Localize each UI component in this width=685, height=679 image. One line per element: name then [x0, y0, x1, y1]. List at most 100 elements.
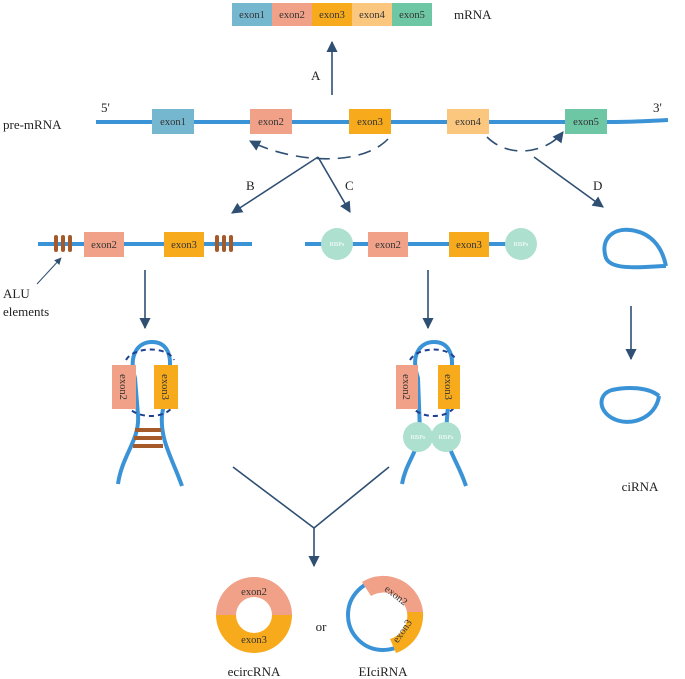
branch-d-lariat — [602, 227, 668, 270]
pre-mrna: pre-mRNA 5' 3' exon1 exon2 exon3 exon4 e… — [3, 100, 669, 134]
hairpin-exon2-label: exon2 — [400, 374, 411, 400]
or-label: or — [316, 619, 328, 634]
rbp-circle — [321, 228, 353, 260]
pre-mrna-exon5-box — [565, 109, 607, 134]
alu-pairing-bar — [135, 428, 161, 432]
hairpin-exon3-label: exon3 — [159, 374, 170, 400]
pre-mrna-exon3-label: exon3 — [357, 117, 383, 128]
path-d-arrow — [533, 156, 604, 208]
pre-mrna-exon5-label: exon5 — [573, 117, 599, 128]
mrna-exon2-label: exon2 — [279, 10, 305, 21]
ecircrna-exon3-arc — [216, 615, 292, 653]
cirna: ciRNA — [599, 386, 661, 494]
cirna-label: ciRNA — [622, 479, 659, 494]
path-b-arrow — [231, 156, 319, 214]
path-c-label: C — [345, 178, 354, 193]
path-d-label: D — [593, 178, 602, 193]
lariat-arc — [486, 131, 564, 152]
hairpin-exon2-box — [396, 365, 418, 409]
hairpin-top-dashed-loop — [125, 348, 175, 361]
hairpin-exon2-label: exon2 — [117, 374, 128, 400]
alu-element — [54, 235, 58, 252]
hairpin-top-dashed-loop — [409, 348, 457, 361]
branch-c-exon3-label: exon3 — [456, 240, 482, 251]
rbp-label: RBPs — [514, 241, 529, 248]
hairpin-exon2-box — [112, 365, 136, 409]
hairpin-exon3-label: exon3 — [442, 374, 453, 400]
mrna-exon1-label: exon1 — [239, 10, 265, 21]
mrna-exon3-box — [312, 3, 352, 26]
rbp-circle — [431, 422, 461, 452]
pre-mrna-exon3-box — [349, 109, 391, 134]
pre-mrna-exon2-box — [250, 109, 292, 134]
branch-b-hairpin: exon2 exon3 — [112, 339, 184, 487]
lariat-intron — [602, 227, 668, 270]
hairpin-strand — [116, 339, 184, 487]
ecircrna: exon2 exon3 ecircRNA — [216, 577, 292, 679]
mrna-exon5-box — [392, 3, 432, 26]
path-a-label: A — [311, 68, 321, 83]
rbp-label: RBPs — [439, 434, 454, 441]
mrna-label: mRNA — [454, 7, 492, 22]
eicirna-label: EIciRNA — [358, 664, 408, 679]
branch-b-exon3-box — [164, 232, 204, 257]
eicirna: exon2 exon3 EIciRNA — [346, 575, 424, 679]
branch-b-exon2-label: exon2 — [91, 240, 117, 251]
ecircrna-label: ecircRNA — [228, 664, 281, 679]
mrna-exon4-label: exon4 — [359, 10, 385, 21]
alu-element — [61, 235, 65, 252]
alu-element — [68, 235, 72, 252]
mrna-exon4-box — [352, 3, 392, 26]
pre-mrna-exon1-label: exon1 — [160, 117, 186, 128]
ecircrna-exon3-label: exon3 — [241, 635, 267, 646]
mrna-exon3-label: exon3 — [319, 10, 345, 21]
alu-pairing-bar — [133, 444, 163, 448]
rbp-label: RBPs — [411, 434, 426, 441]
five-prime-label: 5' — [101, 100, 110, 115]
alu-element — [215, 235, 219, 252]
backsplice-arc — [249, 138, 389, 160]
pre-mrna-label: pre-mRNA — [3, 117, 62, 132]
branch-c-linear: RBPs exon2 exon3 RBPs — [305, 228, 537, 260]
branch-b-exon3-label: exon3 — [171, 240, 197, 251]
branch-c-exon2-label: exon2 — [375, 240, 401, 251]
rbp-circle — [403, 422, 433, 452]
eicirna-exon3-arc — [390, 612, 424, 653]
cirna-ring — [599, 386, 661, 424]
alu-element — [222, 235, 226, 252]
alu-label-line2: elements — [3, 304, 49, 319]
hairpin-exon3-box — [438, 365, 460, 409]
branch-b-linear: exon2 exon3 — [38, 232, 252, 257]
pre-mrna-exon2-label: exon2 — [258, 117, 284, 128]
path-b-label: B — [246, 178, 255, 193]
path-c-arrow — [317, 156, 351, 213]
mrna-exon1-box — [232, 3, 272, 26]
alu-pointer-arrow — [36, 257, 62, 285]
eicirna-exon2-arc — [362, 575, 423, 612]
pre-mrna-exon1-box — [152, 109, 194, 134]
three-prime-label: 3' — [653, 100, 662, 115]
mrna-exon2-box — [272, 3, 312, 26]
alu-label-line1: ALU — [3, 286, 30, 301]
pre-mrna-strand — [96, 118, 669, 124]
branch-b-exon2-box — [84, 232, 124, 257]
branch-c-hairpin: exon2 exon3 RBPs RBPs — [396, 339, 468, 487]
alu-element — [229, 235, 233, 252]
hairpin-strand — [400, 339, 468, 487]
rbp-circle — [505, 228, 537, 260]
pre-mrna-exon4-label: exon4 — [455, 117, 481, 128]
mrna-exon5-label: exon5 — [399, 10, 425, 21]
rbp-label: RBPs — [330, 241, 345, 248]
ecircrna-exon2-arc — [216, 577, 292, 615]
ecircrna-exon2-label: exon2 — [241, 587, 267, 598]
alu-pairing-bar — [134, 436, 162, 440]
mrna: exon1 exon2 exon3 exon4 exon5 mRNA — [232, 3, 492, 26]
pre-mrna-exon4-box — [447, 109, 489, 134]
merge-line-left — [232, 466, 315, 529]
branch-c-exon2-box — [368, 232, 408, 257]
branch-c-exon3-box — [449, 232, 489, 257]
hairpin-exon3-box — [154, 365, 178, 409]
merge-line-right — [313, 466, 390, 529]
